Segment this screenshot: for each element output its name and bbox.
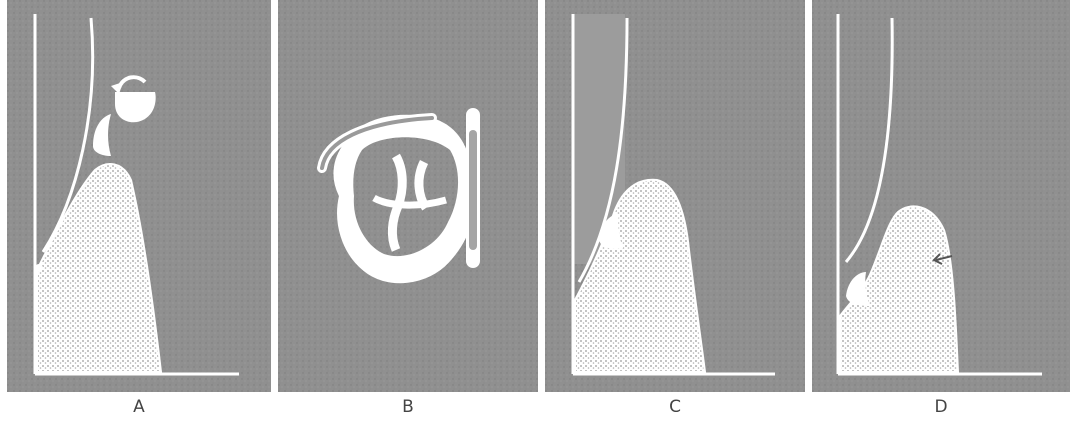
panel-d	[812, 0, 1070, 392]
panel-b	[278, 0, 538, 392]
panel-a	[7, 0, 271, 392]
panel-label-a: A	[119, 397, 159, 417]
panel-label-d: D	[921, 397, 961, 417]
panel-c	[545, 0, 805, 392]
panel-label-c: C	[655, 397, 695, 417]
panel-label-b: B	[388, 397, 428, 417]
